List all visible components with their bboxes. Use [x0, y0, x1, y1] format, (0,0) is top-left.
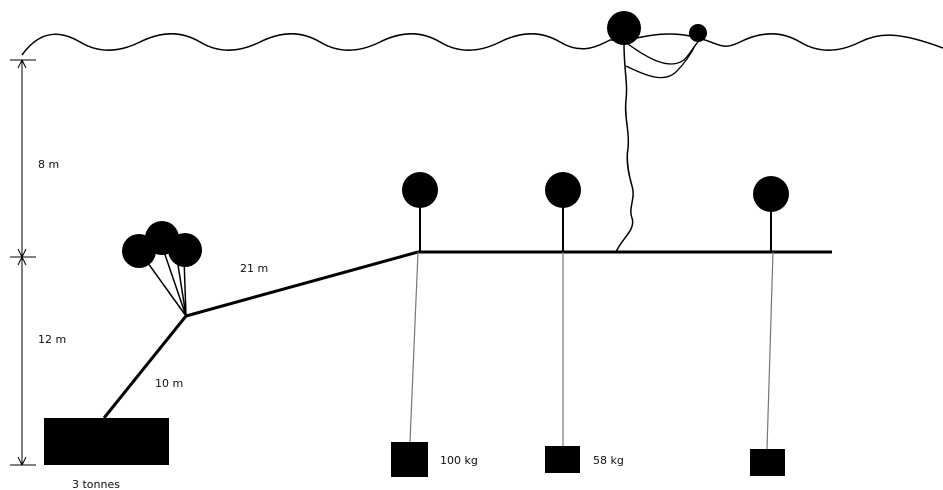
- anchor-line: [102, 315, 188, 419]
- weight-1-line: [409, 251, 419, 443]
- weight-3-line: [766, 251, 774, 450]
- weight-1-label: 100 kg: [440, 454, 478, 467]
- anchor-block: [44, 418, 169, 465]
- weight-1: [391, 442, 428, 477]
- anchor-line-label: 10 m: [155, 377, 183, 390]
- anchor-block-label: 3 tonnes: [72, 478, 120, 490]
- diagonal-line: [185, 250, 419, 318]
- surface-buoy-small: [689, 24, 707, 42]
- diagonal-line-label: 21 m: [240, 262, 268, 275]
- buoy-1: [402, 172, 438, 208]
- weight-3: [750, 449, 785, 476]
- weight-2-label: 58 kg: [593, 454, 624, 467]
- junction-buoy-right: [168, 233, 202, 267]
- buoy-2: [545, 172, 581, 208]
- buoy-3: [753, 176, 789, 212]
- depth-scale: [10, 59, 36, 466]
- surface-buoy-lines: [625, 41, 699, 79]
- depth-lower-label: 12 m: [38, 333, 66, 346]
- surface-line: [615, 43, 634, 253]
- weight-2: [545, 446, 580, 473]
- surface-buoy-large: [607, 11, 641, 45]
- depth-upper-label: 8 m: [38, 158, 59, 171]
- water-surface: [21, 33, 943, 56]
